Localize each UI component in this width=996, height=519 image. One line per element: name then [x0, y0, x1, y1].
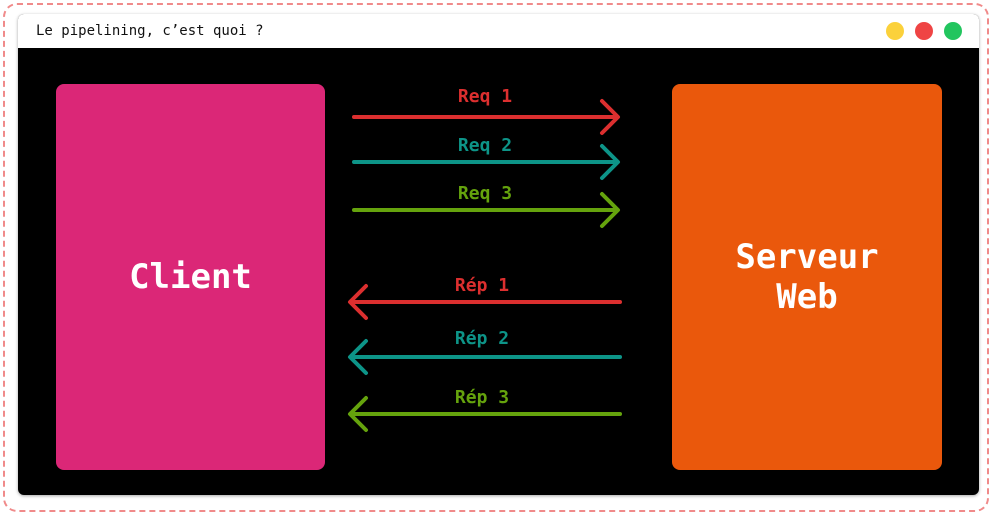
- arrows-layer: Req 1 Req 2 Req 3 Rép 1 Rép 2 Rép 3: [348, 86, 622, 432]
- response-label-1: Rép 1: [455, 275, 509, 296]
- close-button[interactable]: [915, 22, 933, 40]
- server-box: Serveur Web: [672, 84, 942, 470]
- request-label-1: Req 1: [458, 86, 512, 107]
- response-label-3: Rép 3: [455, 387, 509, 408]
- window-title: Le pipelining, c’est quoi ?: [36, 23, 264, 39]
- request-label-3: Req 3: [458, 183, 512, 204]
- request-arrow-1: Req 1: [352, 86, 620, 135]
- request-arrow-2: Req 2: [352, 135, 620, 180]
- maximize-button[interactable]: [944, 22, 962, 40]
- title-bar: Le pipelining, c’est quoi ?: [18, 14, 979, 48]
- response-arrow-1: Rép 1: [348, 275, 622, 320]
- client-label: Client: [129, 257, 252, 297]
- dashed-frame: [3, 3, 989, 512]
- app-window: Le pipelining, c’est quoi ? Client Serve…: [18, 14, 979, 495]
- minimize-button[interactable]: [886, 22, 904, 40]
- response-arrow-3: Rép 3: [348, 387, 622, 432]
- server-label: Serveur Web: [735, 237, 879, 317]
- client-box: Client: [56, 84, 325, 470]
- response-label-2: Rép 2: [455, 328, 509, 349]
- response-arrow-2: Rép 2: [348, 328, 622, 375]
- request-arrow-3: Req 3: [352, 183, 620, 228]
- request-label-2: Req 2: [458, 135, 512, 156]
